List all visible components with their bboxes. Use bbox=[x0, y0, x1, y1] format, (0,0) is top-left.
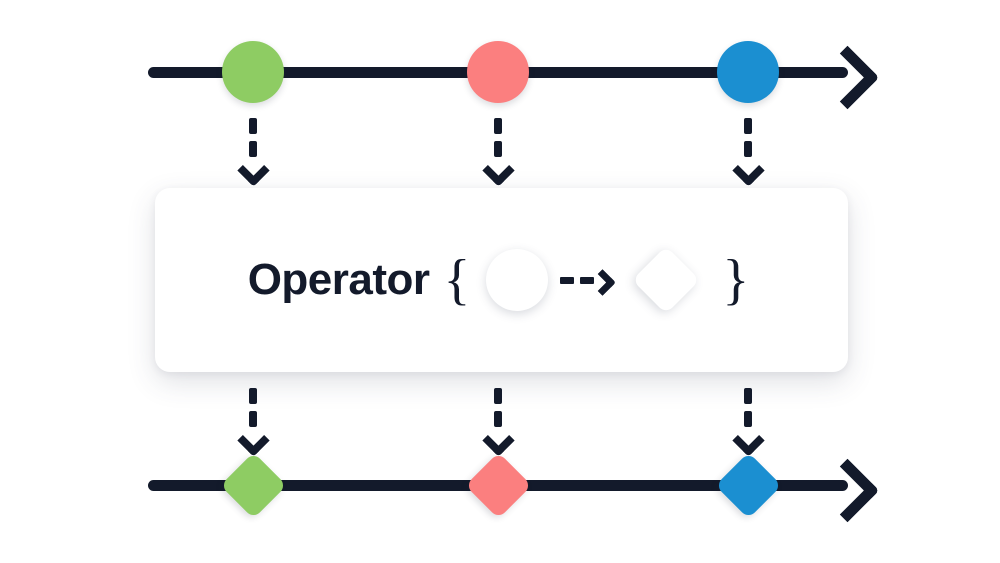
connector-down-arrow-icon-4 bbox=[237, 388, 270, 457]
connector-down-arrow-icon-2 bbox=[482, 118, 515, 187]
operator-box[interactable]: Operator { } bbox=[155, 188, 848, 372]
operator-output-diamond-icon bbox=[632, 246, 701, 314]
dash-segment bbox=[249, 118, 257, 134]
source-marble-blue[interactable] bbox=[717, 41, 779, 103]
dash-segment bbox=[494, 388, 502, 404]
chevron-down-icon bbox=[237, 154, 270, 187]
brace-open: { bbox=[443, 249, 471, 311]
dash-segment bbox=[249, 388, 257, 404]
dash-segment bbox=[249, 411, 257, 427]
chevron-down-icon bbox=[482, 154, 515, 187]
source-marble-red[interactable] bbox=[467, 41, 529, 103]
connector-down-arrow-icon-6 bbox=[732, 388, 765, 457]
source-marble-green[interactable] bbox=[222, 41, 284, 103]
dash-segment bbox=[744, 388, 752, 404]
brace-close: } bbox=[722, 249, 750, 311]
output-marble-red[interactable] bbox=[465, 452, 532, 519]
dash-segment bbox=[744, 118, 752, 134]
dash-segment bbox=[494, 411, 502, 427]
chevron-right-icon bbox=[589, 269, 617, 296]
dash-segment bbox=[494, 118, 502, 134]
output-timeline-arrow-icon bbox=[815, 458, 880, 523]
dash-segment bbox=[744, 141, 752, 157]
output-marble-blue[interactable] bbox=[715, 452, 782, 519]
dash-segment bbox=[249, 141, 257, 157]
operator-signature: Operator { } bbox=[247, 246, 756, 314]
connector-down-arrow-icon-5 bbox=[482, 388, 515, 457]
dash-segment bbox=[494, 141, 502, 157]
source-timeline-arrow-icon bbox=[815, 45, 880, 110]
operator-input-circle-icon bbox=[486, 249, 549, 311]
output-marble-green[interactable] bbox=[220, 452, 287, 519]
dash-segment bbox=[580, 277, 595, 284]
chevron-down-icon bbox=[237, 424, 270, 457]
chevron-down-icon bbox=[482, 424, 515, 457]
chevron-down-icon bbox=[732, 154, 765, 187]
operator-transform-arrow-icon bbox=[560, 269, 617, 296]
connector-down-arrow-icon-1 bbox=[237, 118, 270, 187]
chevron-down-icon bbox=[732, 424, 765, 457]
connector-down-arrow-icon-3 bbox=[732, 118, 765, 187]
operator-title: Operator bbox=[247, 255, 430, 304]
dash-segment bbox=[744, 411, 752, 427]
dash-segment bbox=[560, 277, 575, 284]
